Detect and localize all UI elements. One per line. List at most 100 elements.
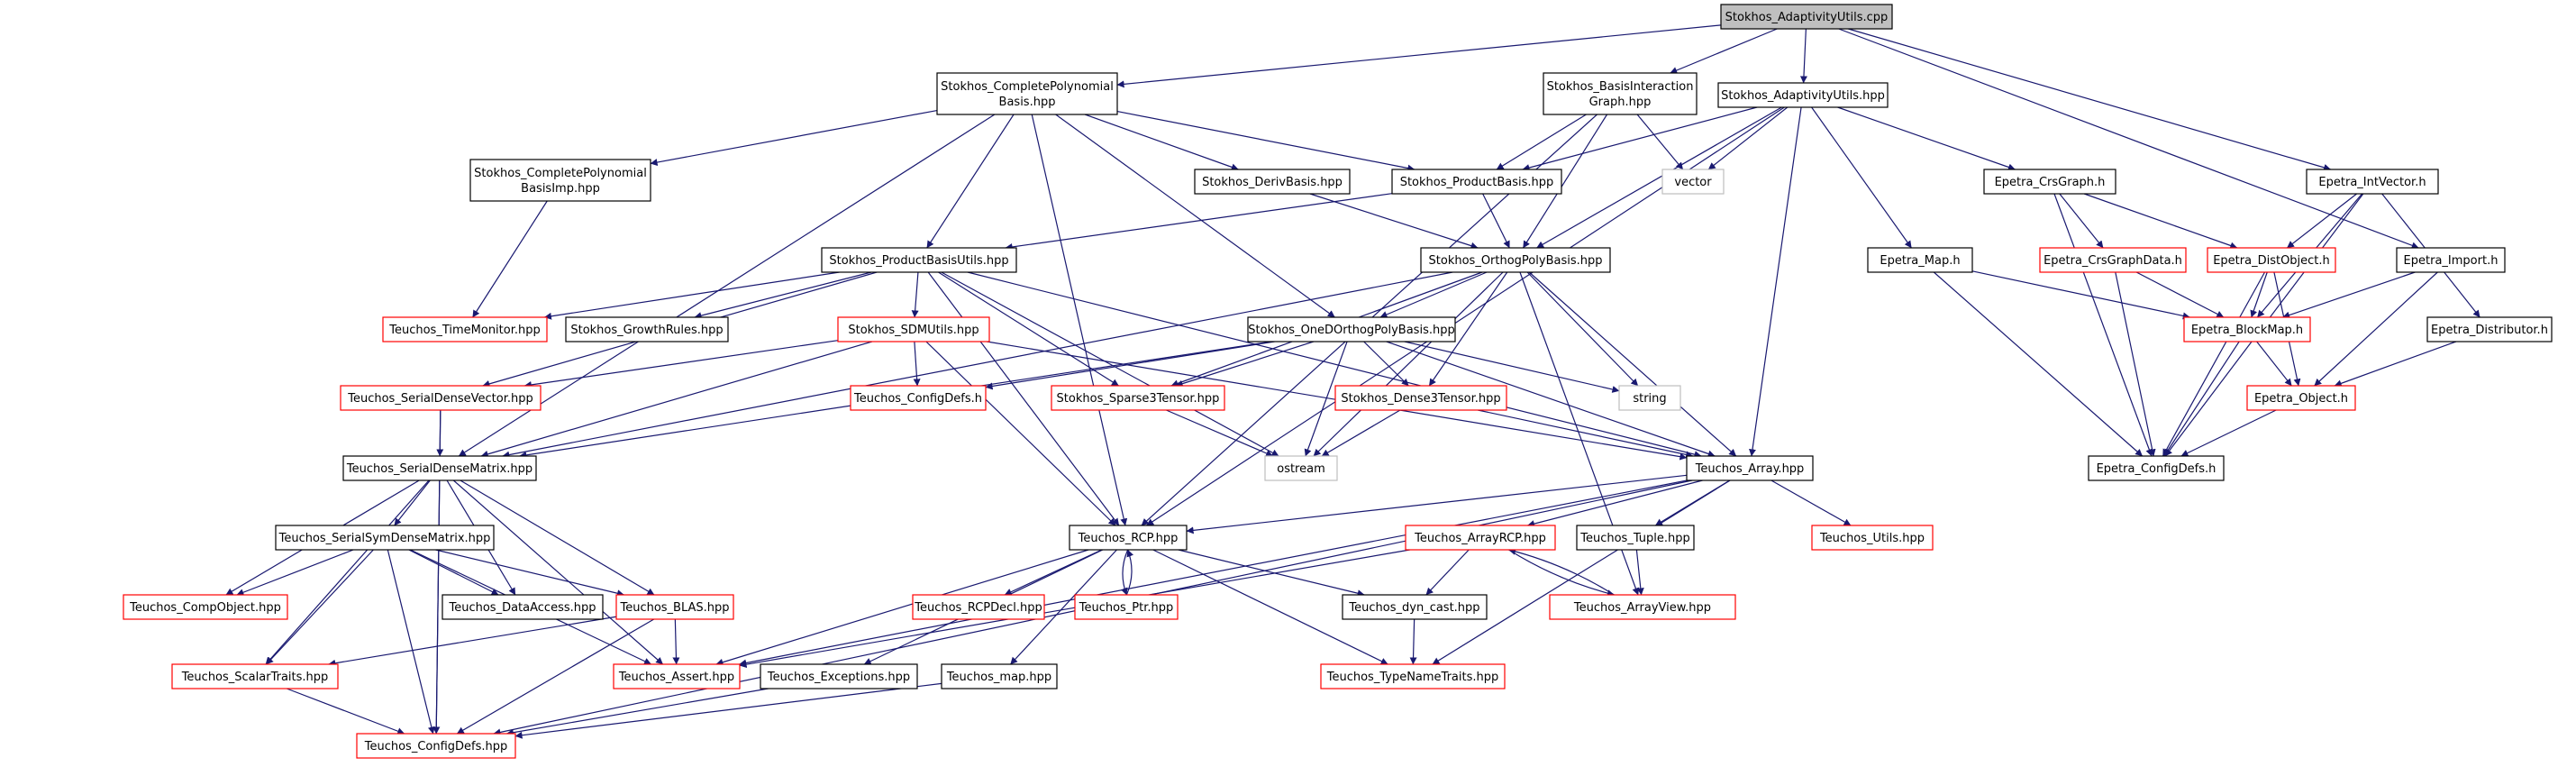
node-label: Teuchos_DataAccess.hpp [448, 601, 596, 615]
node-label: Stokhos_DerivBasis.hpp [1202, 176, 1343, 189]
node-box [1342, 594, 1488, 620]
node-distrib[interactable]: Epetra_Distributor.h [2426, 316, 2553, 342]
node-crsgd[interactable]: Epetra_CrsGraphData.h [2039, 247, 2187, 273]
node-dataacc[interactable]: Teuchos_DataAccess.hpp [441, 594, 604, 620]
node-box [1543, 72, 1698, 115]
edge-tmap-to-tcfghpp [514, 682, 942, 739]
edge-array-to-utils [1770, 479, 1852, 526]
node-pbu[interactable]: Stokhos_ProductBasisUtils.hpp [821, 247, 1017, 273]
node-oned[interactable]: Stokhos_OneDOrthogPolyBasis.hpp [1247, 316, 1456, 342]
node-dyncast[interactable]: Teuchos_dyn_cast.hpp [1342, 594, 1488, 620]
node-box [1811, 525, 1934, 551]
node-tcfghpp[interactable]: Teuchos_ConfigDefs.hpp [356, 733, 516, 759]
edge-distobj-to-ecfg [2162, 271, 2266, 457]
edge-orth-to-array [1528, 271, 1737, 457]
node-label: ostream [1277, 462, 1325, 476]
node-except[interactable]: Teuchos_Exceptions.hpp [760, 663, 918, 689]
node-ptr[interactable]: Teuchos_Ptr.hpp [1074, 594, 1179, 620]
edge-auh-to-crsgraph [1837, 106, 2016, 171]
node-box [469, 159, 651, 202]
node-distobj[interactable]: Epetra_DistObject.h [2207, 247, 2336, 273]
edge-root-to-cpb [1116, 24, 1722, 88]
node-sdm[interactable]: Stokhos_SDMUtils.hpp [837, 316, 990, 342]
edge-deriv-to-orth [1309, 193, 1479, 250]
node-label: Teuchos_Utils.hpp [1819, 532, 1925, 545]
node-label: Stokhos_AdaptivityUtils.cpp [1725, 11, 1889, 24]
edge-big-to-prod [1496, 114, 1587, 170]
node-timemon[interactable]: Teuchos_TimeMonitor.hpp [382, 316, 548, 342]
node-label: Teuchos_Array.hpp [1695, 462, 1805, 476]
node-tcfg[interactable]: Teuchos_ConfigDefs.h [850, 385, 987, 411]
edge-oned-to-string [1404, 341, 1620, 393]
edge-cpb-to-oned [1055, 114, 1335, 318]
node-box [382, 316, 548, 342]
node-crsgraph[interactable]: Epetra_CrsGraph.h [1983, 169, 2116, 195]
node-label: Epetra_CrsGraph.h [1995, 176, 2106, 189]
node-box [1405, 525, 1556, 551]
node-deriv[interactable]: Stokhos_DerivBasis.hpp [1194, 169, 1351, 195]
node-scalar[interactable]: Teuchos_ScalarTraits.hpp [171, 663, 339, 689]
node-growth[interactable]: Stokhos_GrowthRules.hpp [565, 316, 729, 342]
edge-orth-to-sdmat [502, 271, 1453, 459]
node-ssdm[interactable]: Teuchos_SerialSymDenseMatrix.hpp [275, 525, 495, 551]
edge-distobj-to-blockmap [2250, 271, 2268, 318]
node-auh[interactable]: Stokhos_AdaptivityUtils.hpp [1717, 82, 1889, 108]
node-aview[interactable]: Teuchos_ArrayView.hpp [1549, 594, 1736, 620]
node-intvec[interactable]: Epetra_IntVector.h [2306, 169, 2439, 195]
edge-oned-to-dense3 [1363, 341, 1409, 387]
node-tmap[interactable]: Teuchos_map.hpp [941, 663, 1058, 689]
node-ostream[interactable]: ostream [1264, 455, 1338, 481]
node-rcpdecl[interactable]: Teuchos_RCPDecl.hpp [912, 594, 1045, 620]
node-array[interactable]: Teuchos_Array.hpp [1686, 455, 1814, 481]
edge-ptr-to-rcp [1125, 549, 1134, 596]
node-sp3[interactable]: Stokhos_Sparse3Tensor.hpp [1051, 385, 1225, 411]
node-import[interactable]: Epetra_Import.h [2396, 247, 2506, 273]
node-label: Teuchos_dyn_cast.hpp [1348, 601, 1479, 615]
node-utils[interactable]: Teuchos_Utils.hpp [1811, 525, 1934, 551]
node-prod[interactable]: Stokhos_ProductBasis.hpp [1391, 169, 1562, 195]
node-root[interactable]: Stokhos_AdaptivityUtils.cpp [1720, 4, 1893, 30]
edge-except-to-tcfghpp [505, 688, 769, 736]
edge-pbu-to-timemon [543, 271, 840, 320]
node-sdv[interactable]: Teuchos_SerialDenseVector.hpp [340, 385, 542, 411]
node-eobj[interactable]: Epetra_Object.h [2246, 385, 2356, 411]
edge-orth-to-dense3 [1428, 271, 1508, 387]
node-rcp[interactable]: Teuchos_RCP.hpp [1069, 525, 1188, 551]
node-compobj[interactable]: Teuchos_CompObject.hpp [123, 594, 288, 620]
node-label: vector [1674, 176, 1712, 189]
node-box [1051, 385, 1225, 411]
edge-cpbimp-to-timemon [472, 200, 548, 318]
node-label: Teuchos_Exceptions.hpp [767, 671, 910, 684]
node-box [1194, 169, 1351, 195]
node-vector[interactable]: vector [1661, 169, 1725, 195]
edge-blas-to-tcfghpp [456, 618, 655, 735]
node-blockmap[interactable]: Epetra_BlockMap.h [2183, 316, 2311, 342]
edge-auh-to-orth [1536, 106, 1782, 249]
edge-ssdm-to-tcfghpp [387, 549, 435, 735]
node-label: Teuchos_CompObject.hpp [129, 601, 281, 615]
node-string[interactable]: string [1618, 385, 1681, 411]
node-box [837, 316, 990, 342]
node-tname[interactable]: Teuchos_TypeNameTraits.hpp [1320, 663, 1506, 689]
node-map[interactable]: Epetra_Map.h [1867, 247, 1973, 273]
node-orth[interactable]: Stokhos_OrthogPolyBasis.hpp [1420, 247, 1611, 273]
edge-prod-to-orth [1482, 193, 1510, 249]
node-assert[interactable]: Teuchos_Assert.hpp [613, 663, 741, 689]
node-ecfg[interactable]: Epetra_ConfigDefs.h [2088, 455, 2225, 481]
edge-sdm-to-sdmat [480, 341, 873, 458]
edge-rcp-to-tmap [1010, 549, 1117, 665]
node-tuple[interactable]: Teuchos_Tuple.hpp [1576, 525, 1695, 551]
node-dense3[interactable]: Stokhos_Dense3Tensor.hpp [1334, 385, 1507, 411]
edge-auh-to-array [1749, 106, 1802, 457]
node-blas[interactable]: Teuchos_BLAS.hpp [615, 594, 734, 620]
node-label: Teuchos_TypeNameTraits.hpp [1326, 671, 1499, 684]
edge-crsgraph-to-distobj [2083, 193, 2238, 250]
node-arcp[interactable]: Teuchos_ArrayRCP.hpp [1405, 525, 1556, 551]
node-label: BasisImp.hpp [521, 182, 600, 196]
edge-sdmat-to-blas [460, 479, 655, 596]
node-sdmat[interactable]: Teuchos_SerialDenseMatrix.hpp [342, 455, 537, 481]
edge-ssdm-to-blas [435, 549, 624, 598]
